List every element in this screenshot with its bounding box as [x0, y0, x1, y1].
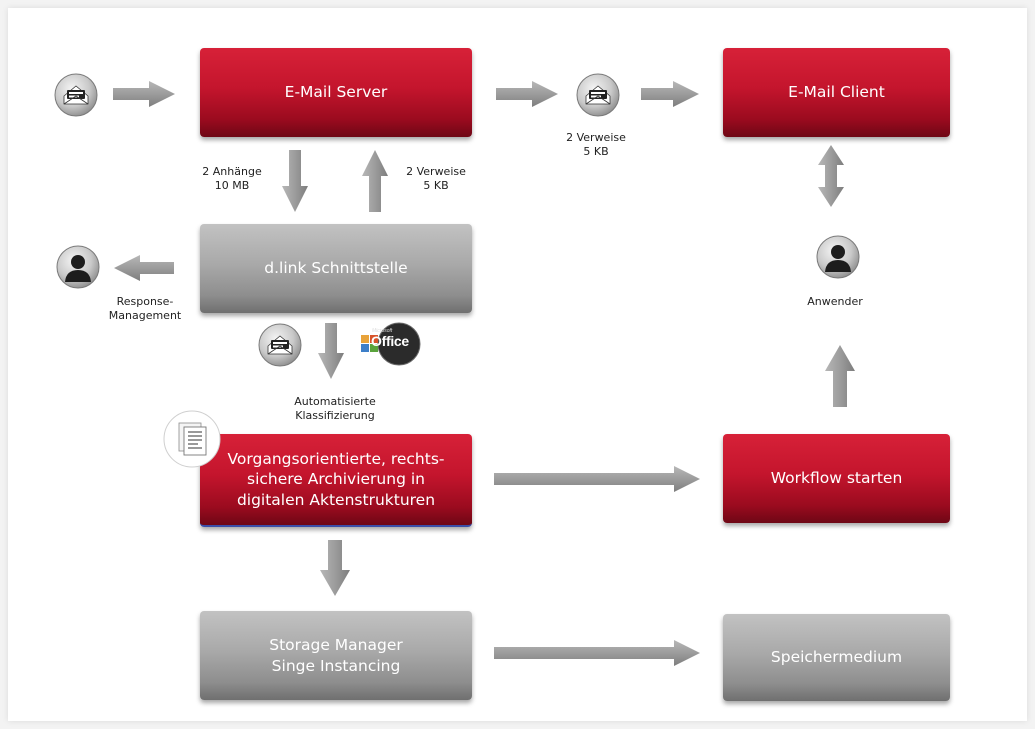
arrow-down [318, 323, 344, 379]
arrow-bidirectional [818, 145, 844, 207]
classification-label: Automatisierte Klassifizierung [294, 395, 376, 423]
arrow-right [113, 81, 175, 107]
email-server-node: E-Mail Server [200, 48, 472, 137]
arrow-right [494, 466, 700, 492]
arrow-right [494, 640, 700, 666]
references-label-top: 2 Verweise 5 KB [566, 131, 626, 159]
response-management-label: Response- Management [108, 295, 182, 323]
storage-medium-node: Speichermedium [723, 614, 950, 701]
email-icon [576, 73, 620, 117]
arrow-right [641, 81, 699, 107]
arrow-down [282, 150, 308, 212]
email-icon [54, 73, 98, 117]
user-icon [816, 235, 860, 279]
user-label: Anwender [807, 295, 863, 308]
dlink-interface-node: d.link Schnittstelle [200, 224, 472, 313]
user-icon [56, 245, 100, 289]
references-label-left: 2 Verweise 5 KB [406, 165, 466, 193]
attachments-label: 2 Anhänge 10 MB [202, 165, 262, 193]
arrow-left [114, 255, 174, 281]
document-icon [163, 410, 221, 468]
email-icon [258, 323, 302, 367]
office-logo-text: Office [371, 333, 409, 349]
arrow-up [362, 150, 388, 212]
office-logo-small-text: Microsoft [372, 328, 393, 334]
storage-manager-node: Storage Manager Singe Instancing [200, 611, 472, 700]
arrow-right [496, 81, 558, 107]
workflow-node: Workflow starten [723, 434, 950, 523]
archive-node: Vorgangsorientierte, rechts- sichere Arc… [200, 434, 472, 527]
arrow-down [320, 540, 350, 596]
arrow-up [825, 345, 855, 407]
office-icon [361, 322, 421, 366]
email-client-node: E-Mail Client [723, 48, 950, 137]
